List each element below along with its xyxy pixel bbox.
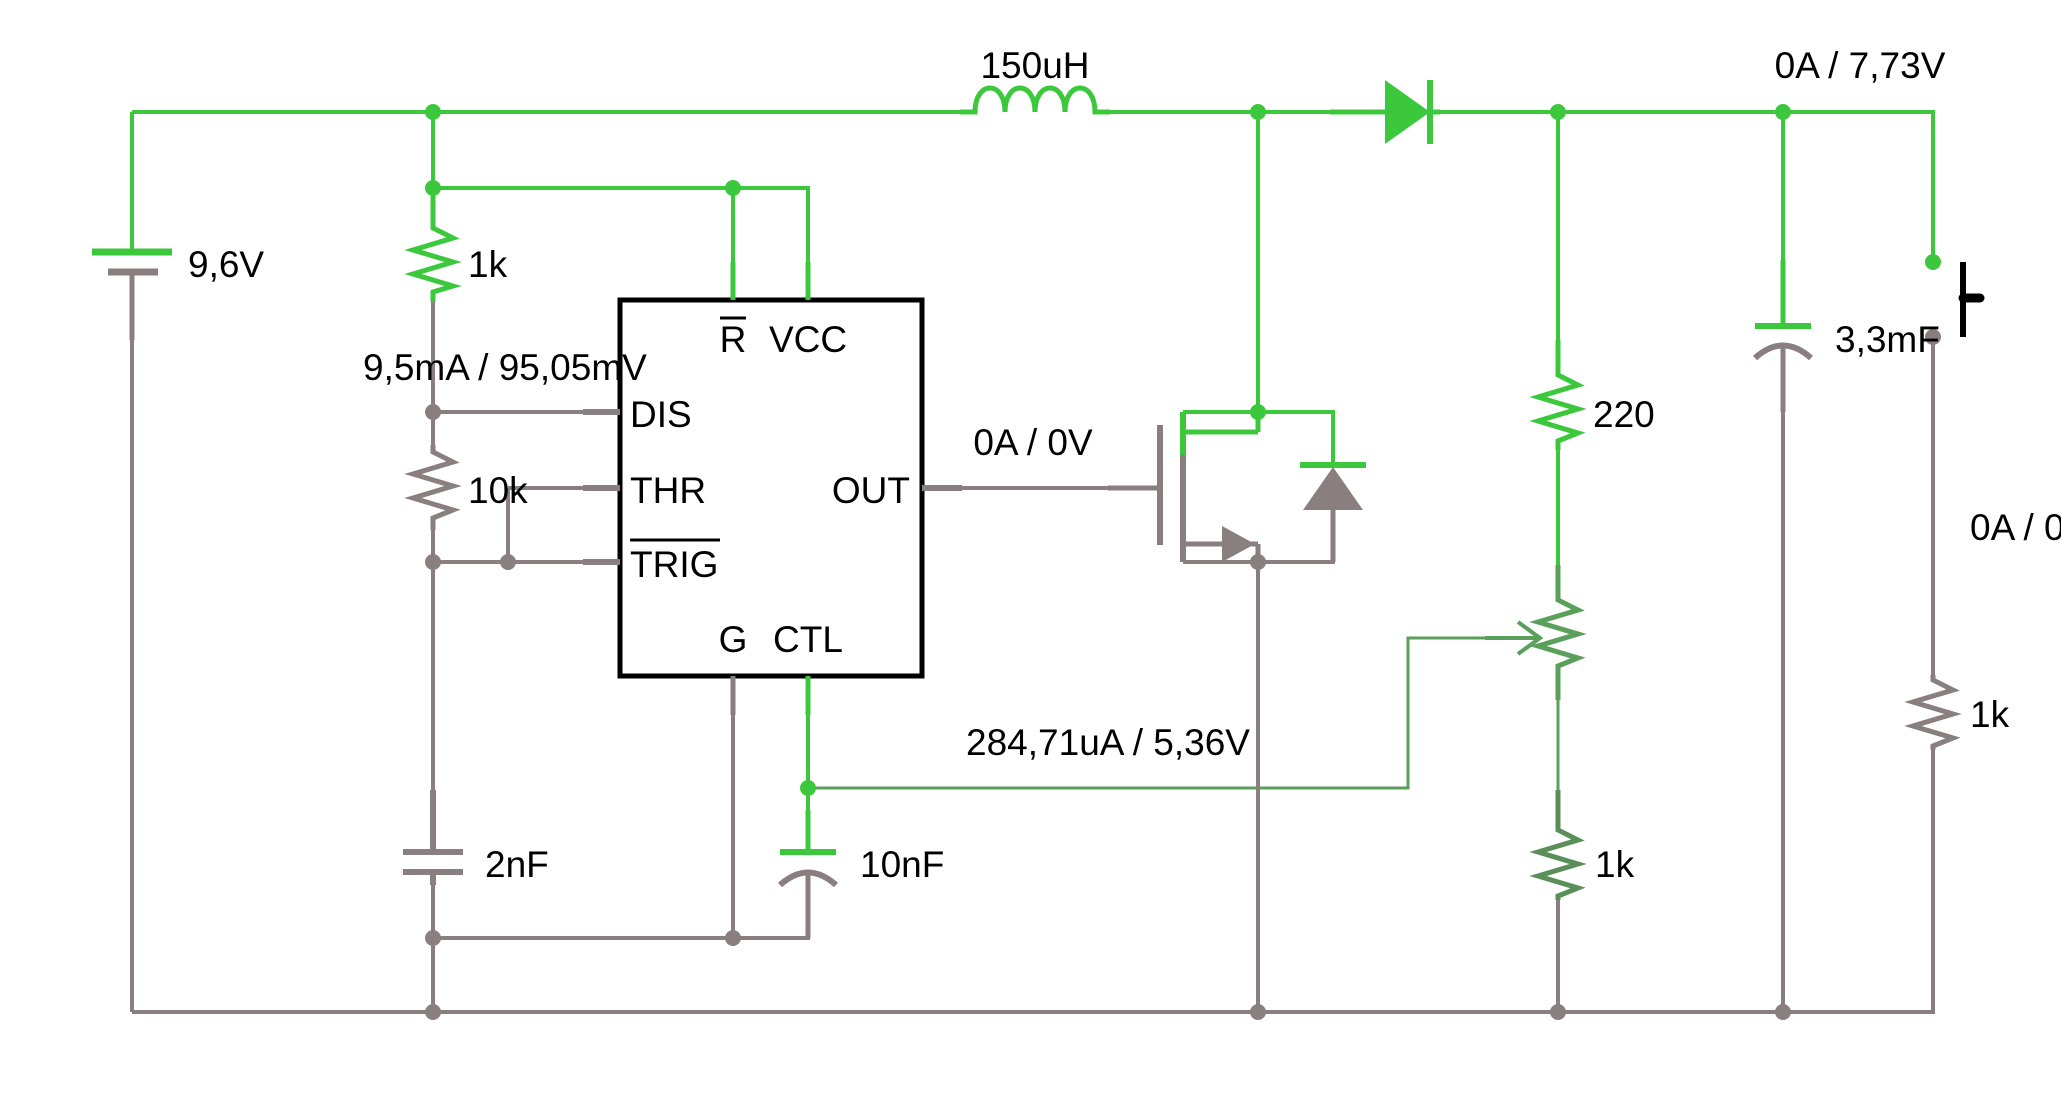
battery-label: 9,6V	[188, 244, 264, 285]
junction	[1925, 254, 1941, 270]
r1-label: 1k	[468, 244, 508, 285]
junction	[1775, 1004, 1791, 1020]
resistor-220	[1529, 340, 1587, 450]
junction	[1925, 329, 1941, 345]
r-bottom-label: 1k	[1595, 844, 1635, 885]
junction	[725, 180, 741, 196]
gate-probe-label: 0A / 0V	[973, 422, 1093, 463]
junction	[1550, 104, 1566, 120]
junction	[500, 554, 516, 570]
resistor-10k	[404, 445, 462, 530]
pin-g-label: G	[719, 619, 748, 660]
inductor-label: 150uH	[980, 45, 1089, 86]
wire-top-rail	[132, 110, 1935, 185]
resistor-1k-bottom	[1529, 790, 1587, 900]
junction	[425, 180, 441, 196]
junction	[1250, 404, 1266, 420]
junction	[1775, 104, 1791, 120]
active-wires-dim	[808, 636, 1560, 790]
load-probe-label: 0A / 0	[1970, 507, 2061, 548]
inductor-icon	[960, 85, 1110, 115]
resistor-1k-top	[404, 188, 462, 302]
diode-icon	[1330, 80, 1440, 144]
pin-ctl-label: CTL	[773, 619, 843, 660]
junction	[425, 554, 441, 570]
c-out-label: 3,3mF	[1835, 319, 1940, 360]
body-diode-icon	[1300, 462, 1366, 562]
pin-thr-label: THR	[630, 470, 706, 511]
wire-ctl-to-pot	[808, 636, 1485, 790]
junctions-inactive	[425, 329, 1941, 1020]
junction	[425, 404, 441, 420]
resistor-1k-load	[1904, 675, 1962, 750]
timer-chip: R VCC DIS THR TRIG OUT G CTL	[583, 262, 962, 715]
r-220-label: 220	[1593, 394, 1655, 435]
wire-drain-diode	[1183, 410, 1335, 465]
capacitor-2nf	[403, 790, 463, 885]
capacitor-10nf	[778, 810, 838, 938]
r-load-label: 1k	[1970, 694, 2010, 735]
pin-trig-label: TRIG	[630, 544, 718, 585]
dis-probe-label: 9,5mA / 95,05mV	[363, 347, 647, 388]
junction	[425, 930, 441, 946]
output-probe-label: 0A / 7,73V	[1775, 45, 1946, 86]
wire-source	[1183, 520, 1335, 1012]
battery-icon	[92, 188, 172, 340]
junctions-active	[425, 104, 1941, 796]
junction	[425, 104, 441, 120]
mosfet-icon	[1108, 412, 1261, 562]
potentiometer-icon	[1485, 565, 1587, 700]
c-ctl-label: 10nF	[860, 844, 944, 885]
junction	[1250, 1004, 1266, 1020]
wire-cap-ground	[433, 676, 810, 940]
pin-vcc-label: VCC	[769, 319, 847, 360]
switch-icon[interactable]	[1931, 185, 1985, 380]
junction	[1550, 1004, 1566, 1020]
c-timing-label: 2nF	[485, 844, 549, 885]
junction	[725, 930, 741, 946]
junction	[1250, 104, 1266, 120]
capacitor-3-3mf	[1753, 260, 1813, 412]
ctl-probe-label: 284,71uA / 5,36V	[966, 722, 1250, 763]
pin-out-label: OUT	[832, 470, 910, 511]
junction	[800, 780, 816, 796]
junction	[425, 1004, 441, 1020]
r2-label: 10k	[468, 470, 528, 511]
wire-ground-rail	[132, 820, 1935, 1014]
junction	[1250, 554, 1266, 570]
pin-r-label: R	[720, 319, 747, 360]
pin-dis-label: DIS	[630, 394, 692, 435]
